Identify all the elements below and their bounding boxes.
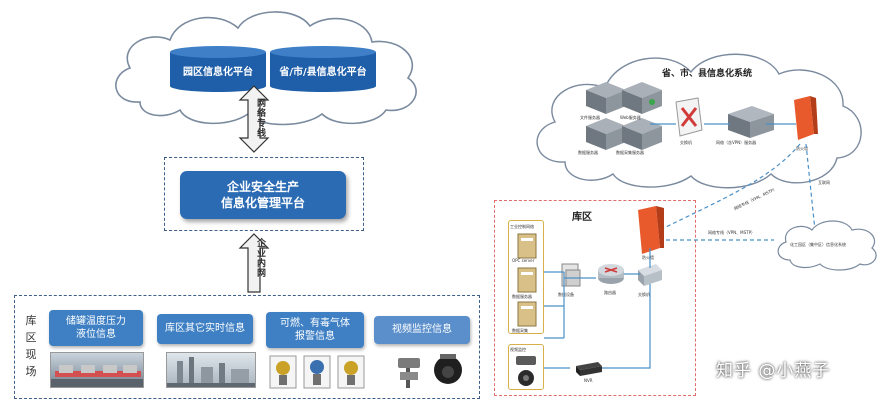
info-box-tank: 储罐温度压力 液位信息 — [49, 310, 143, 346]
info-video-line1: 视频监控信息 — [392, 324, 452, 336]
server-label-file: 文件服务器 — [580, 115, 600, 120]
info-gas-line1: 可燃、有毒气体 — [280, 317, 350, 329]
vpn-server-label: 网络（含VPN）服务器 — [716, 140, 757, 145]
park-platform-cylinder: 园区信息化平台 — [170, 46, 266, 92]
server-label-collect: 数据采集服务器 — [616, 150, 644, 155]
vpn-server-icon — [728, 106, 774, 138]
cloud-servers-left — [586, 82, 626, 150]
gov-platform-cylinder: 省/市/县信息化平台 — [270, 46, 376, 92]
site-frame — [14, 295, 480, 399]
reservoir-switch-label: 交换机 — [638, 292, 650, 297]
reservoir-title: 库区 — [572, 212, 592, 223]
upper-double-arrow — [238, 85, 270, 153]
gov-platform-label: 省/市/县信息化平台 — [278, 65, 366, 78]
park-platform-label: 园区信息化平台 — [183, 65, 253, 78]
cloud-servers-right — [622, 82, 662, 150]
central-platform-line1: 企业安全生产 — [226, 179, 299, 194]
nvr-label: NVR — [584, 378, 593, 383]
cloud-connectors — [650, 123, 796, 125]
cloud-switch-icon — [675, 97, 703, 137]
server-label-web: Web服务器 — [620, 115, 641, 120]
refinery-photo — [166, 352, 256, 388]
vpn-right-label: 网络专线（VPN、MSTP） — [708, 230, 755, 235]
router-label: 路由器 — [604, 290, 616, 295]
video-group-label: 视频监控 — [510, 347, 526, 352]
lower-up-arrow — [238, 233, 270, 293]
reservoir-frame — [494, 200, 696, 396]
province-cloud-title: 省、市、县信息化系统 — [662, 69, 753, 79]
central-platform: 企业安全生产 信息化管理平台 — [180, 171, 346, 219]
lower-arrow-label: 企业内网 — [255, 238, 265, 278]
nvr-icon — [576, 362, 602, 376]
info-gas-line2: 报警信息 — [295, 331, 335, 342]
gateway-label: 互联网 — [818, 180, 830, 185]
data-device-label: 数据设备 — [558, 292, 574, 297]
central-platform-line2: 信息化管理平台 — [220, 196, 305, 210]
site-label: 库区现场 — [25, 314, 37, 379]
data-server-label: 数据服务器 — [512, 294, 532, 299]
video-cameras-icon — [516, 356, 536, 386]
cloud-firewall-icon — [794, 96, 818, 140]
info-box-video: 视频监控信息 — [374, 316, 470, 344]
cctv-cameras-image — [398, 354, 462, 388]
info-tank-line1: 储罐温度压力 — [66, 315, 126, 327]
video-group — [508, 344, 544, 390]
vpn-dashed-link — [659, 143, 817, 241]
data-collect-label: 数据采集 — [512, 328, 528, 333]
reservoir-connectors — [544, 248, 651, 369]
reservoir-firewall-label: 防火墙 — [642, 255, 654, 260]
central-platform-frame — [164, 157, 364, 231]
upper-arrow-label: 网络专线 — [255, 98, 265, 138]
vpn-right-link — [666, 239, 774, 241]
cloud-switch-label: 交换机 — [680, 140, 692, 145]
tank-farm-photo — [50, 352, 144, 388]
info-box-realtime: 库区其它实时信息 — [157, 314, 253, 344]
info-realtime-line1: 库区其它实时信息 — [165, 323, 245, 335]
info-box-gas: 可燃、有毒气体 报警信息 — [266, 312, 364, 348]
gas-detectors-image — [269, 355, 365, 389]
info-tank-line2: 液位信息 — [76, 329, 116, 340]
reservoir-servers — [517, 233, 537, 327]
industrial-network-label: 工业控制网络 — [510, 224, 534, 229]
router-icon — [598, 264, 624, 284]
park-node-label: 化工园区（集中区）信息化系统 — [790, 242, 846, 247]
park-node-cloud — [777, 220, 877, 271]
watermark: 知乎 @小燕子 — [716, 361, 831, 381]
industrial-network-group — [508, 220, 544, 334]
server-label-data: 数据服务器 — [578, 150, 598, 155]
cloud-firewall-label: 防火墙 — [796, 146, 808, 151]
reservoir-firewall-icon — [638, 206, 664, 254]
opc-server-label: OPC server — [512, 258, 535, 263]
